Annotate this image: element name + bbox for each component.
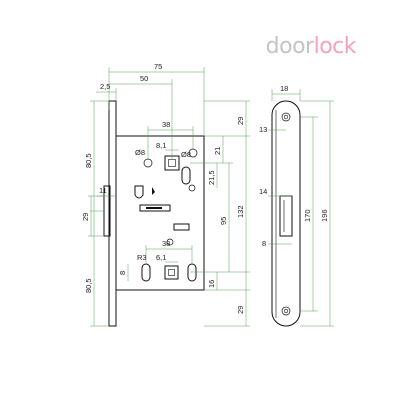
dim-80-5-bot-label: 80,5	[84, 278, 93, 293]
dim-80-5-top-label: 80,5	[84, 153, 93, 168]
faceplate-hole-bottom-inner	[283, 308, 289, 314]
dim-50-label: 50	[140, 74, 148, 83]
lower-spindle	[164, 265, 179, 280]
dim-R3-label: R3	[137, 253, 147, 262]
latch-opening	[279, 195, 293, 237]
lower-slot-right	[187, 263, 197, 282]
faceplate-hole-top	[281, 112, 291, 122]
dim-2-5-label: 2,5	[100, 82, 110, 91]
upper-spindle-inner	[168, 159, 176, 167]
dim-196-label: 196	[320, 209, 329, 222]
dim-21-5-label: 21,5	[207, 170, 216, 185]
dim-75-label: 75	[154, 62, 162, 71]
dim-29-mid-label: 29	[81, 213, 90, 221]
dim-29-top-label: 29	[236, 117, 245, 125]
dim-13-label: 13	[259, 125, 267, 134]
dim-38-top-label: 38	[162, 120, 170, 129]
front-dimensions: 75 50 2,5 38 8,1 Ø8 Ø8 29 21 21,5 95 132…	[81, 62, 250, 327]
dim-8-side-label: 8	[262, 239, 266, 248]
logo-text-lock: lock	[313, 34, 357, 59]
dim-18-label: 18	[280, 84, 288, 93]
dim-11-label: 11	[99, 186, 107, 195]
logo-text-door: door	[265, 34, 314, 59]
dim-8-1-label: 8,1	[156, 141, 166, 150]
dim-132-label: 132	[236, 205, 245, 218]
dim-38-bot-label: 38	[162, 239, 170, 248]
dim-170-label: 170	[303, 209, 312, 222]
dim-6-1-label: 6,1	[156, 253, 166, 262]
mechanism-bar-fill	[146, 207, 162, 209]
dim-8-left-label: 8	[118, 271, 127, 275]
dim-14-label: 14	[259, 187, 267, 196]
dim-21-label: 21	[213, 147, 222, 155]
mechanism-small-bar	[173, 223, 190, 231]
dim-phi8-b-label: Ø8	[181, 150, 191, 159]
dim-16-label: 16	[207, 280, 216, 288]
dim-95-label: 95	[219, 217, 228, 225]
lower-center-hole	[166, 238, 174, 246]
mechanism-pin	[152, 187, 155, 195]
dim-phi8-a-label: Ø8	[135, 148, 145, 157]
lock-case	[115, 135, 205, 291]
faceplate-hole-bottom	[281, 306, 291, 316]
lock-side-view	[271, 100, 301, 327]
upper-slot	[181, 166, 191, 185]
faceplate-hole-top-inner	[283, 114, 289, 120]
lock-front-view	[103, 100, 205, 327]
upper-mount-hole-left	[143, 158, 153, 168]
faceplate-outline	[271, 100, 301, 327]
mechanism-lever	[134, 185, 144, 199]
mechanism-bar	[139, 204, 171, 212]
lower-slot-left	[141, 263, 151, 282]
side-dimensions: 18 13 14 8 170 196	[259, 84, 334, 327]
brand-logo: doorlock	[0, 34, 357, 59]
mid-mount-hole	[188, 184, 196, 192]
dim-29-bot-label: 29	[236, 306, 245, 314]
lower-spindle-inner	[168, 269, 175, 276]
